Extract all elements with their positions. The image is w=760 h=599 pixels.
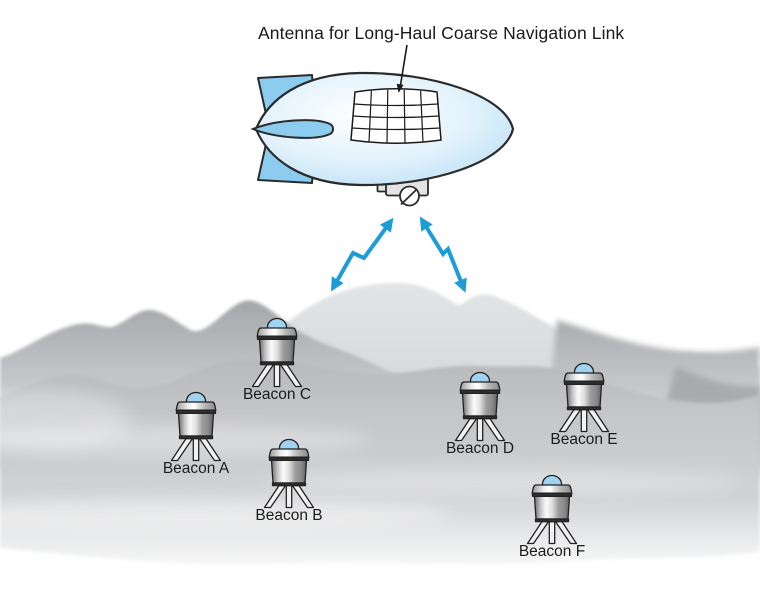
beacon-device-icon <box>452 369 508 443</box>
antenna-grid <box>350 88 442 144</box>
beacon-device-icon <box>261 436 317 510</box>
beacon-b-label: Beacon B <box>255 507 323 524</box>
beacon-e-label: Beacon E <box>550 431 618 448</box>
beacon-a: Beacon A <box>151 389 241 478</box>
beacon-f: Beacon F <box>507 472 597 561</box>
beacon-c-label: Beacon C <box>242 386 312 403</box>
beacon-b: Beacon B <box>244 436 334 525</box>
title-leader-arrow <box>396 44 408 93</box>
beacon-device-icon <box>524 472 580 546</box>
beacon-d-label: Beacon D <box>445 440 515 457</box>
signal-arrows <box>330 216 467 293</box>
mist-streak <box>0 390 130 450</box>
beacon-a-label: Beacon A <box>162 460 230 477</box>
terrain-bottom-fade <box>0 490 760 599</box>
beacon-f-label: Beacon F <box>518 543 586 560</box>
propeller-icon <box>399 185 420 207</box>
beacon-c: Beacon C <box>232 315 322 404</box>
horizontal-stabilizer-fin <box>250 119 334 139</box>
airship-illustration <box>250 71 515 207</box>
mist-streak <box>260 467 740 497</box>
signal-bolt-right-icon <box>419 216 467 293</box>
diagram-title: Antenna for Long-Haul Coarse Navigation … <box>258 23 625 43</box>
beacon-d: Beacon D <box>435 369 525 458</box>
signal-bolt-left-icon <box>330 217 394 292</box>
beacon-device-icon <box>168 389 224 463</box>
beacon-device-icon <box>556 360 612 434</box>
beacon-device-icon <box>249 315 305 389</box>
beacon-e: Beacon E <box>539 360 629 449</box>
